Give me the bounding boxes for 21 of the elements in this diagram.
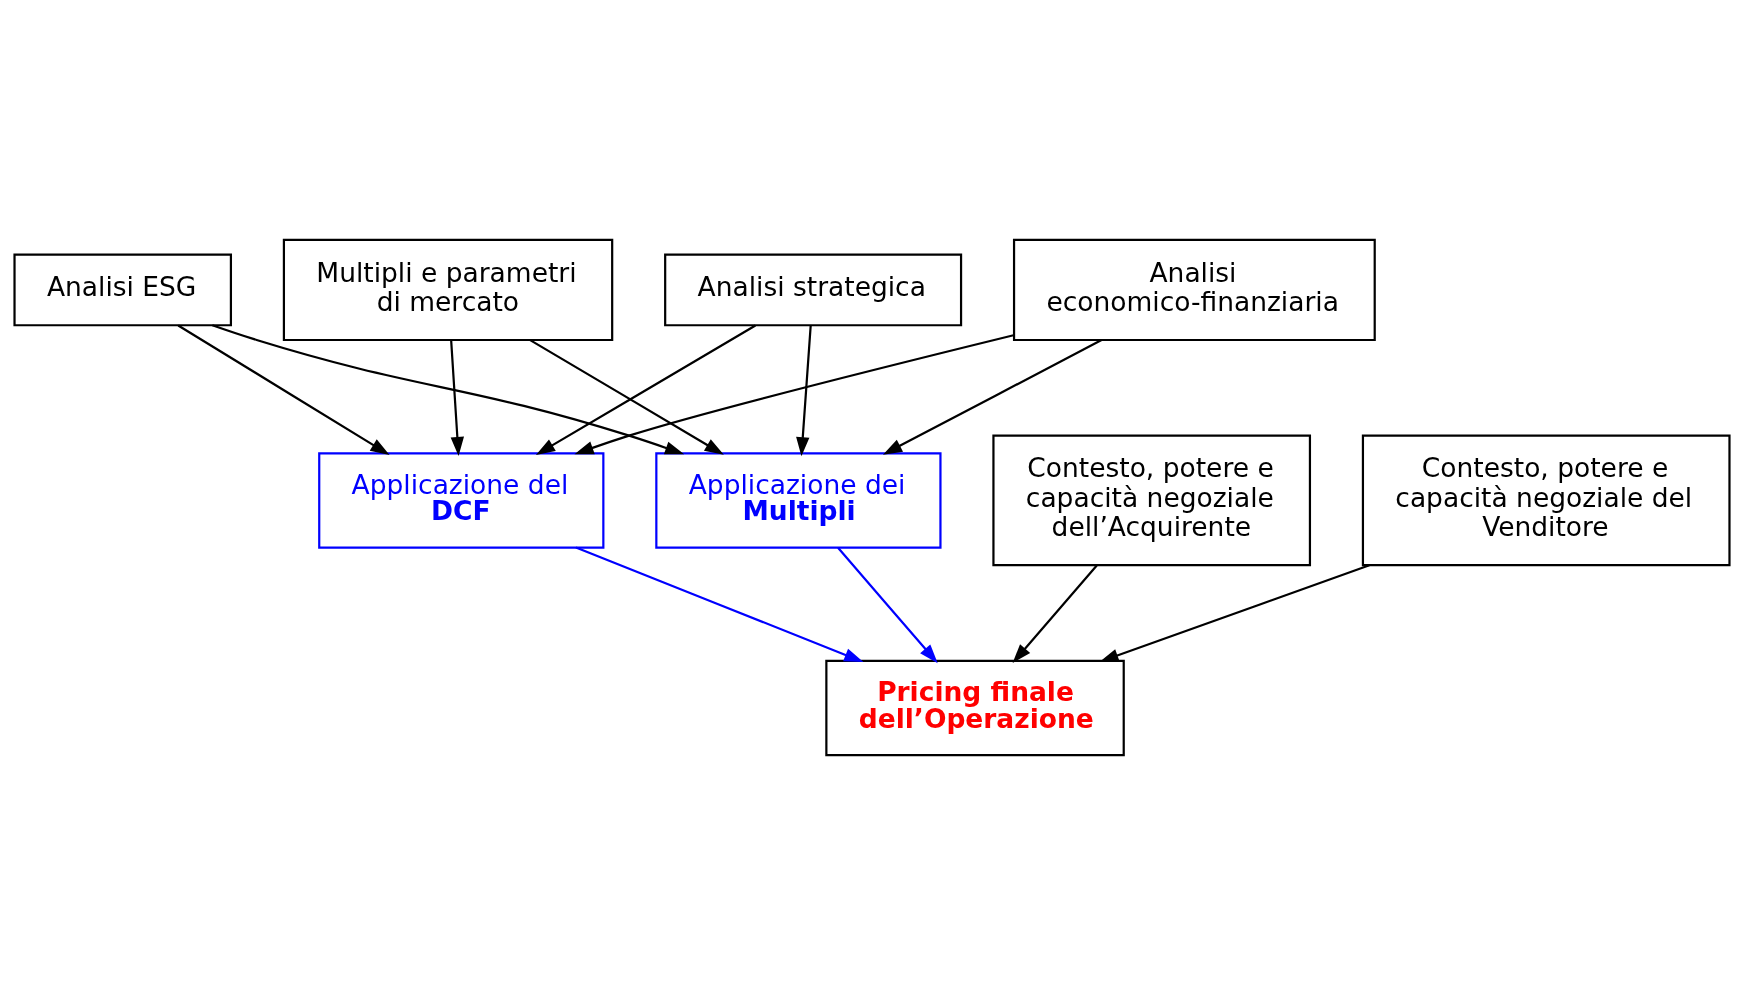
arrow xyxy=(529,338,724,455)
node-box: Analisi strategica xyxy=(664,253,963,326)
arrow xyxy=(575,546,864,662)
arrow xyxy=(574,333,1014,454)
node-box: Pricing finale dell’Operazione xyxy=(825,659,1125,756)
node-box: Contesto, potere e capacità negoziale dell’Acquirente xyxy=(992,434,1312,566)
arrow xyxy=(177,324,390,455)
node-box: Applicazione dei Multipli xyxy=(655,451,942,549)
arrow xyxy=(837,546,938,663)
arrow xyxy=(882,338,1103,455)
node-box: Analisi economico-finanziaria xyxy=(1012,238,1376,341)
arrow xyxy=(212,323,685,454)
node-box: Analisi ESG xyxy=(13,253,232,326)
node-box: Applicazione del DCF xyxy=(318,451,605,549)
node-box: Contesto, potere e capacità negoziale del Venditore xyxy=(1361,434,1731,566)
arrow xyxy=(535,324,756,455)
arrow xyxy=(450,339,465,456)
arrow xyxy=(1099,563,1370,662)
arrow xyxy=(796,325,812,456)
arrow xyxy=(1012,564,1098,663)
node-box: Multipli e parametri di mercato xyxy=(282,238,614,341)
